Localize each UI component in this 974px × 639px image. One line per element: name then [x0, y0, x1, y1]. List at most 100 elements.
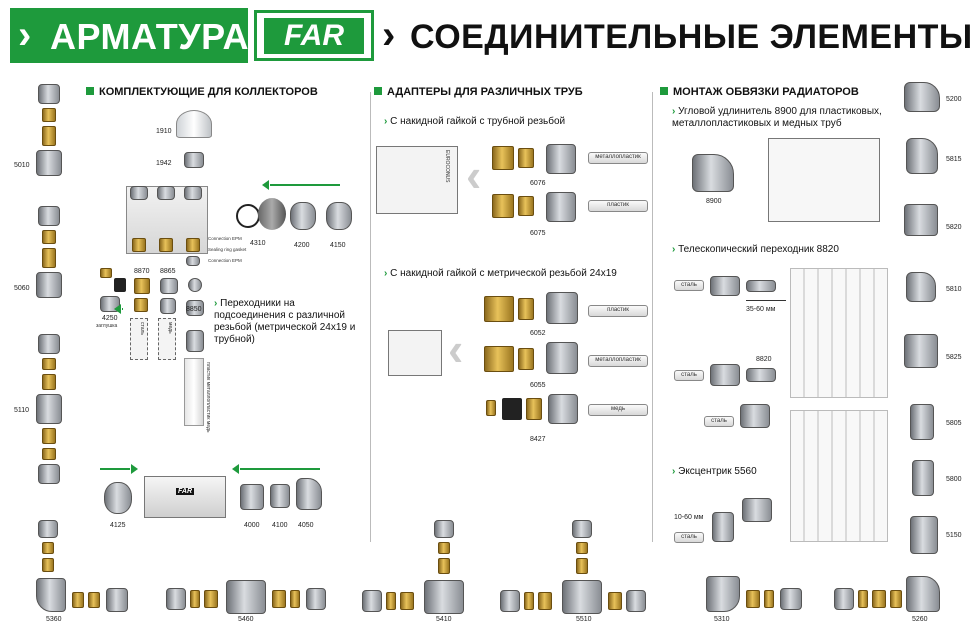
part-code-8427: 8427 [530, 436, 546, 443]
tee-fitting-icon [904, 204, 938, 236]
pipe-sketch-steel [130, 318, 148, 360]
plug-icon [326, 202, 352, 230]
brass-insert-icon [42, 126, 56, 146]
brass-ring-icon [764, 590, 774, 608]
part-code-4150: 4150 [330, 242, 346, 249]
cap-icon [104, 482, 132, 514]
union-nut-icon [548, 394, 578, 424]
brass-insert-icon [400, 592, 414, 610]
sketch-label: EUROCONUS [444, 150, 450, 183]
adapter-ring-icon [184, 152, 204, 168]
radiator-icon [790, 410, 888, 542]
rubber-seal-icon [114, 278, 126, 292]
pipe-label-multi: пластик металлопластик медь [205, 362, 211, 433]
adapter-insert-icon [492, 194, 514, 218]
nut-icon [362, 590, 382, 612]
part-code-5260: 5260 [912, 616, 928, 623]
sub-heading-metric-thread: › С накидной гайкой с метрической резьбо… [384, 268, 617, 279]
part-code-5510: 5510 [576, 616, 592, 623]
sub-arrow-icon: › [672, 244, 676, 255]
section-heading-collectors: КОМПЛЕКТУЮЩИЕ ДЛЯ КОЛЛЕКТОРОВ [86, 86, 318, 98]
part-code-5110: 5110 [14, 407, 30, 414]
brass-ring-icon [386, 592, 396, 610]
brass-insert-icon [134, 298, 148, 312]
chevron-left-icon: ‹ [448, 323, 464, 375]
part-code-5010: 5010 [14, 162, 30, 169]
brass-insert-icon [890, 590, 902, 608]
brass-insert-icon [42, 248, 56, 268]
part-code-8850: 8850 [186, 306, 202, 313]
cross-section-sketch [376, 146, 458, 214]
part-code-6052: 6052 [530, 330, 546, 337]
elbow-icon [36, 578, 66, 612]
nut-icon [240, 484, 264, 510]
gasket-icon [186, 256, 200, 266]
tee-fitting-icon [904, 334, 938, 368]
section-divider-1 [370, 92, 371, 542]
brass-ring-icon [858, 590, 868, 608]
telescopic-adapter-icon [746, 280, 776, 292]
union-nut-icon [546, 192, 576, 222]
part-code-5805: 5805 [946, 420, 962, 427]
sub-heading-pipe-thread: › С накидной гайкой с трубной резьбой [384, 116, 566, 127]
part-code-5460: 5460 [238, 616, 254, 623]
brass-insert-icon [438, 558, 450, 574]
pipe-label-1: пластик [588, 200, 648, 212]
nut-icon [38, 464, 60, 484]
part-code-4310: 4310 [250, 240, 266, 247]
valve-top-icon [184, 186, 202, 200]
assembly-arrow-icon [262, 180, 340, 190]
part-code-5800: 5800 [946, 476, 962, 483]
brass-insert-icon [746, 590, 760, 608]
part-code-5810: 5810 [946, 286, 962, 293]
adapter-insert-icon [492, 146, 514, 170]
nut-icon [166, 588, 186, 610]
sub-heading-telescopic: › Телескопический переходник 8820 [672, 244, 839, 255]
telescopic-adapter-icon [746, 368, 776, 382]
nut-icon [572, 520, 592, 538]
brass-insert-icon [42, 558, 54, 572]
elbow-icon [906, 576, 940, 612]
o-ring-icon [236, 204, 260, 228]
elbow-fitting-icon [906, 272, 936, 302]
brass-ring-icon [42, 542, 54, 554]
brass-insert-icon [872, 590, 886, 608]
pipe-label-steel-1: сталь [674, 280, 704, 291]
adapter-note: › Переходники на подсоединения с различн… [214, 298, 356, 345]
header-title-right: СОЕДИНИТЕЛЬНЫЕ ЭЛЕМЕНТЫ [410, 18, 973, 56]
outlet-icon [159, 238, 173, 252]
nut-icon [160, 278, 178, 294]
radiator-icon [790, 268, 888, 398]
sub-heading-eccentric: › Эксцентрик 5560 [672, 466, 757, 477]
pipe-sketch-multi [184, 358, 204, 426]
elbow-fitting-icon [906, 138, 938, 174]
brass-ring-icon [518, 148, 534, 168]
section-heading-adapters: АДАПТЕРЫ ДЛЯ РАЗЛИЧНЫХ ТРУБ [374, 86, 583, 98]
adapter-insert-icon [484, 296, 514, 322]
part-code-5825: 5825 [946, 354, 962, 361]
elbow-icon [706, 576, 740, 612]
installation-sketch [768, 138, 880, 222]
part-code-6075: 6075 [530, 230, 546, 237]
part-code-6076: 6076 [530, 180, 546, 187]
brass-ring-icon [524, 592, 534, 610]
valve-top-icon [130, 186, 148, 200]
brass-ring-icon [518, 298, 534, 320]
brass-ring-icon [88, 592, 100, 608]
pipe-label-steel-4: сталь [674, 532, 704, 543]
valve-icon [742, 498, 772, 522]
pipe-label-steel-3: сталь [704, 416, 734, 427]
chevron-left-icon: ‹ [466, 149, 482, 201]
rubber-seal-icon [502, 398, 522, 420]
brass-ring-icon [526, 398, 542, 420]
part-code-8900: 8900 [706, 198, 722, 205]
pipe-label-steel: сталь [139, 322, 145, 336]
sub-heading-angle-extender: › Угловой удлинитель 8900 для пластиковы… [672, 106, 882, 129]
coupling-fitting-icon [910, 404, 934, 440]
header-arrow-icon: › [18, 13, 32, 57]
part-code-6055: 6055 [530, 382, 546, 389]
range-label-1: 35-60 мм [746, 306, 776, 313]
tee-icon [226, 580, 266, 614]
union-nut-icon [546, 144, 576, 174]
part-code-4200: 4200 [294, 242, 310, 249]
